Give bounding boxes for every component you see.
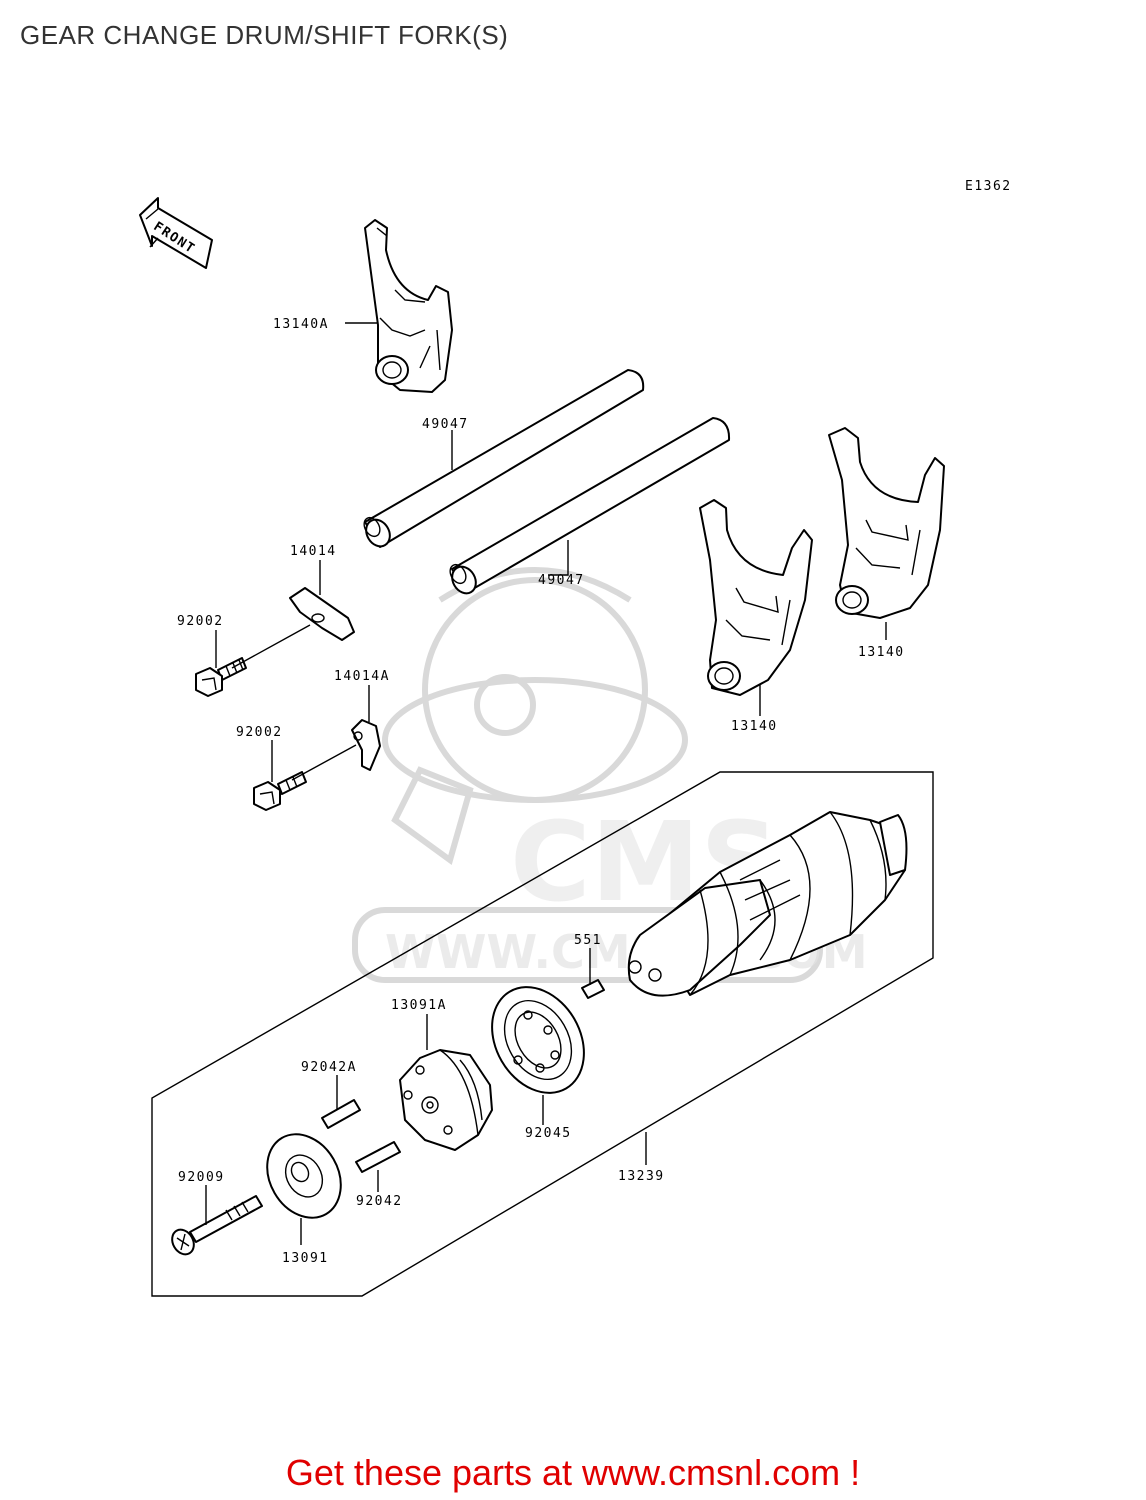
label-49047-lower: 49047 bbox=[538, 573, 585, 588]
front-arrow-icon: FRONT bbox=[139, 197, 213, 269]
shift-fork-13140-left bbox=[699, 499, 813, 696]
label-92009: 92009 bbox=[178, 1170, 225, 1185]
label-551: 551 bbox=[574, 933, 602, 948]
label-92002-lower: 92002 bbox=[236, 725, 283, 740]
shift-fork-13140a bbox=[364, 219, 453, 393]
stopper-plate-14014a bbox=[351, 719, 381, 771]
label-49047-upper: 49047 bbox=[422, 417, 469, 432]
label-92042: 92042 bbox=[356, 1194, 403, 1209]
label-92045: 92045 bbox=[525, 1126, 572, 1141]
label-13091: 13091 bbox=[282, 1251, 329, 1266]
shift-rod-49047-lower bbox=[449, 417, 731, 595]
label-13140-left: 13140 bbox=[731, 719, 778, 734]
assembly-bracket-13239 bbox=[151, 771, 934, 1297]
bearing-92045 bbox=[491, 986, 585, 1094]
shift-rod-49047-upper bbox=[363, 369, 645, 548]
label-14014a: 14014A bbox=[334, 669, 390, 684]
page-title: GEAR CHANGE DRUM/SHIFT FORK(S) bbox=[20, 20, 509, 50]
label-13239: 13239 bbox=[618, 1169, 665, 1184]
label-92042a: 92042A bbox=[301, 1060, 357, 1075]
footer-promo-link[interactable]: Get these parts at www.cmsnl.com ! bbox=[285, 1452, 861, 1493]
pin-92042a bbox=[321, 1099, 361, 1129]
label-92002-upper: 92002 bbox=[177, 614, 224, 629]
label-14014: 14014 bbox=[290, 544, 337, 559]
stopper-plate-14014 bbox=[289, 587, 355, 641]
diagram-code: E1362 bbox=[965, 179, 1012, 194]
drum-plate-13091 bbox=[266, 1133, 342, 1219]
shift-fork-13140-right bbox=[828, 427, 945, 619]
bolt-92002-lower bbox=[253, 771, 307, 811]
gear-change-drum bbox=[627, 811, 908, 997]
label-13140a: 13140A bbox=[273, 317, 329, 332]
pin-92042 bbox=[355, 1141, 401, 1173]
screw-92009 bbox=[171, 1195, 263, 1256]
label-13091a: 13091A bbox=[391, 998, 447, 1013]
label-13140-right: 13140 bbox=[858, 645, 905, 660]
pin-551 bbox=[581, 979, 605, 999]
leader-lines bbox=[205, 322, 887, 1245]
drum-cam-13091a bbox=[399, 1049, 493, 1151]
